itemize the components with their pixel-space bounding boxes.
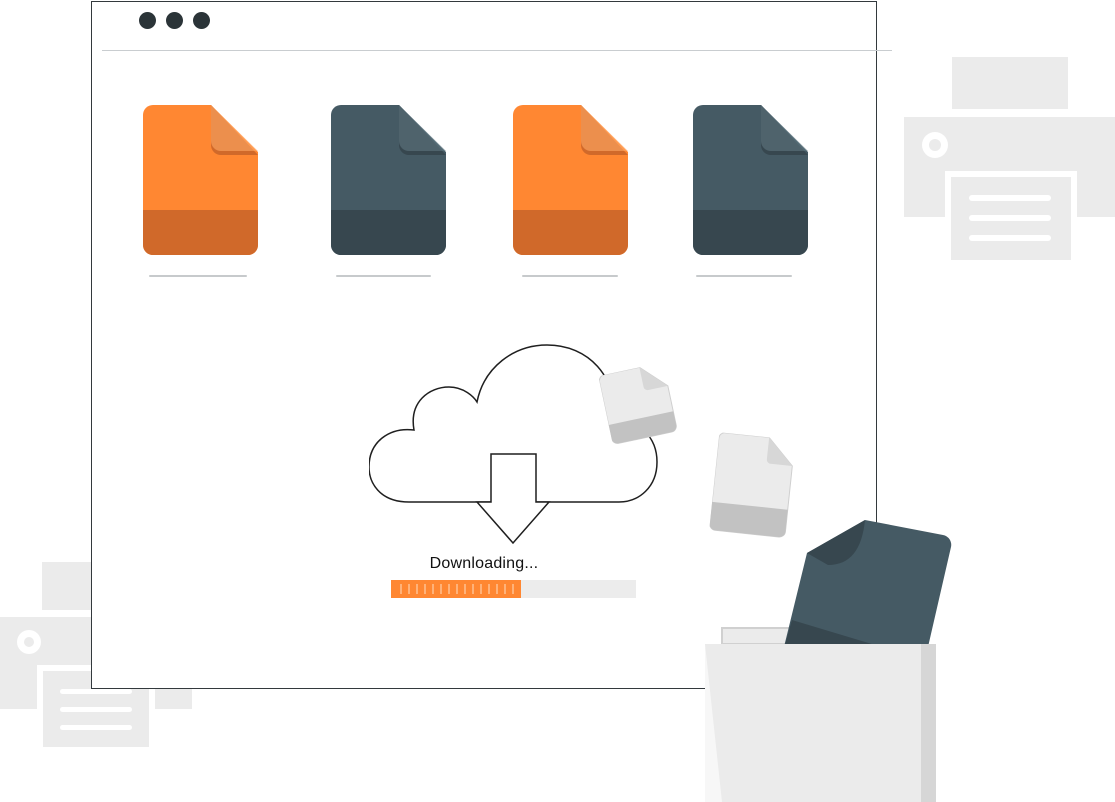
download-progress-bar	[391, 580, 636, 598]
document-icon[interactable]	[143, 105, 258, 255]
document-icon	[709, 432, 793, 538]
folder-icon	[705, 520, 952, 802]
window-dot[interactable]	[166, 12, 183, 29]
file-shadow	[336, 275, 431, 277]
download-status: Downloading...	[429, 555, 539, 572]
file-shadow	[149, 275, 247, 277]
window-dot[interactable]	[139, 12, 156, 29]
download-progress-fill	[391, 580, 521, 598]
file-shadow	[522, 275, 618, 277]
printer-icon	[904, 57, 1115, 263]
window-divider	[102, 50, 892, 51]
browser-window: Downloading...	[91, 1, 892, 689]
cloud-download-icon	[369, 344, 658, 545]
document-icon[interactable]	[513, 105, 628, 255]
document-icon[interactable]	[331, 105, 446, 255]
document-icon	[598, 366, 677, 444]
window-controls	[139, 12, 210, 29]
document-icon[interactable]	[693, 105, 808, 255]
window-dot[interactable]	[193, 12, 210, 29]
file-shadow	[696, 275, 792, 277]
